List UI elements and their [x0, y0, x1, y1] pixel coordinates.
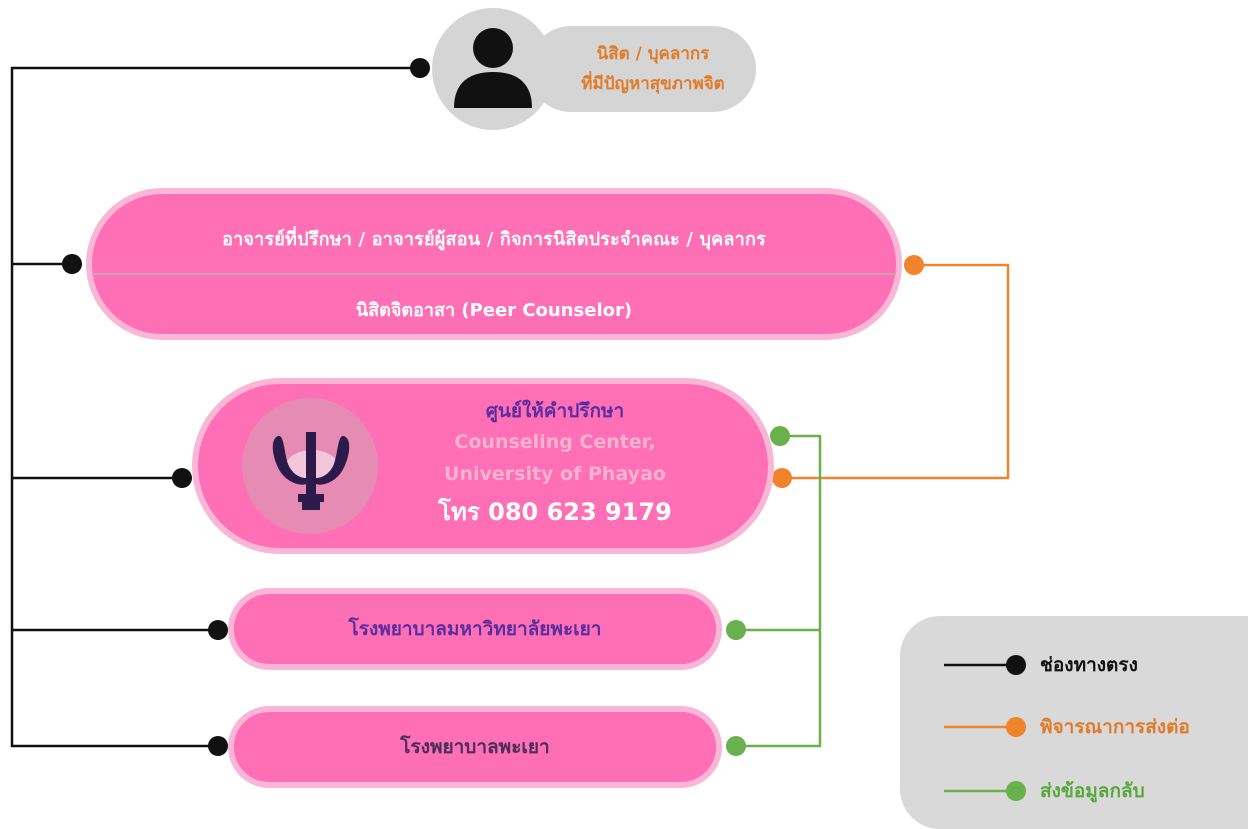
center-phone: โทร 080 623 9179 [438, 498, 672, 526]
legend-refer-label: พิจารณาการส่งต่อ [1040, 716, 1190, 738]
user-label-line2: ที่มีปัญหาสุขภาพจิต [581, 74, 725, 94]
advisors-line1: อาจารย์ที่ปรึกษา / อาจารย์ผู้สอน / กิจกา… [222, 229, 766, 250]
psi-icon [272, 432, 350, 510]
phayao-hospital-label: โรงพยาบาลพะเยา [400, 736, 550, 758]
legend-direct-marker [944, 655, 1026, 675]
legend-refer-marker [944, 717, 1026, 737]
refer-channel-dots [772, 255, 924, 488]
user-label-line1: นิสิต / บุคลากร [596, 44, 710, 64]
feedback-channel-dots [726, 426, 790, 756]
legend-direct-label: ช่องทางตรง [1040, 654, 1138, 676]
legend-feedback-label: ส่งข้อมูลกลับ [1040, 780, 1145, 802]
advisors-line2: นิสิตจิตอาสา (Peer Counselor) [355, 300, 633, 321]
center-name-th: ศูนย์ให้คำปรึกษา [485, 400, 625, 422]
direct-channel-lines [10, 66, 420, 748]
user-label: นิสิต / บุคลากร ที่มีปัญหาสุขภาพจิต [528, 26, 756, 112]
legend-item-direct: ช่องทางตรง [944, 650, 1138, 680]
feedback-channel-lines [736, 434, 822, 748]
advisors-node: อาจารย์ที่ปรึกษา / อาจารย์ผู้สอน / กิจกา… [86, 188, 902, 340]
legend-item-refer: พิจารณาการส่งต่อ [944, 712, 1190, 742]
counseling-center-logo [242, 398, 378, 534]
counseling-center-text: ศูนย์ให้คำปรึกษา Counseling Center, Univ… [390, 396, 720, 534]
legend-feedback-marker [944, 781, 1026, 801]
person-icon [454, 28, 532, 108]
phayao-hospital-node: โรงพยาบาลพะเยา [228, 706, 722, 788]
legend: ช่องทางตรง พิจารณาการส่งต่อ ส่งข้อมูลกลั… [900, 616, 1248, 829]
refer-channel-lines [782, 263, 1010, 480]
center-name-en-line1: Counseling Center, [454, 431, 656, 453]
university-hospital-node: โรงพยาบาลมหาวิทยาลัยพะเยา [228, 588, 722, 670]
direct-channel-dots [62, 58, 430, 756]
center-name-en-line2: University of Phayao [444, 463, 666, 485]
university-hospital-label: โรงพยาบาลมหาวิทยาลัยพะเยา [348, 618, 602, 640]
advisors-divider [92, 273, 896, 275]
legend-item-feedback: ส่งข้อมูลกลับ [944, 776, 1145, 806]
